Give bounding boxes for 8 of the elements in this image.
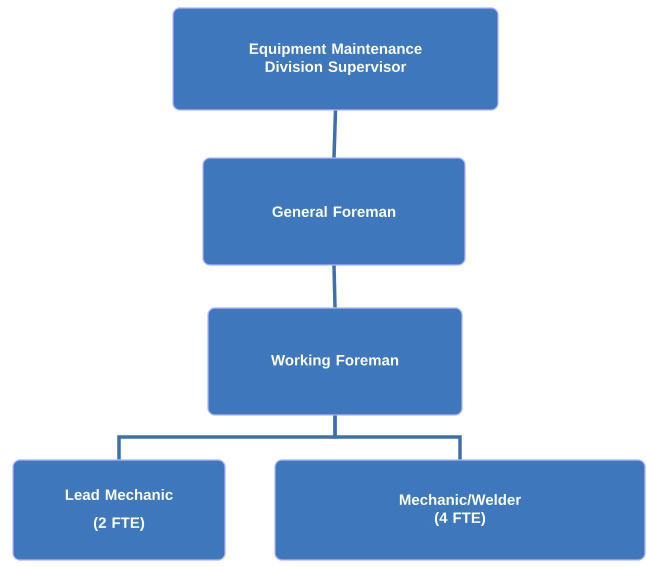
org-box: Equipment Maintenance Division Supervisor — [172, 7, 499, 111]
connector-line — [332, 266, 337, 308]
org-box: Mechanic/Welder (4 FTE) — [274, 459, 646, 561]
org-box: General Foreman — [202, 157, 466, 266]
connector-line — [332, 110, 338, 158]
org-box: Lead Mechanic (2 FTE) — [12, 459, 226, 561]
org-box: Working Foreman — [207, 307, 463, 416]
connector-line — [333, 416, 462, 460]
